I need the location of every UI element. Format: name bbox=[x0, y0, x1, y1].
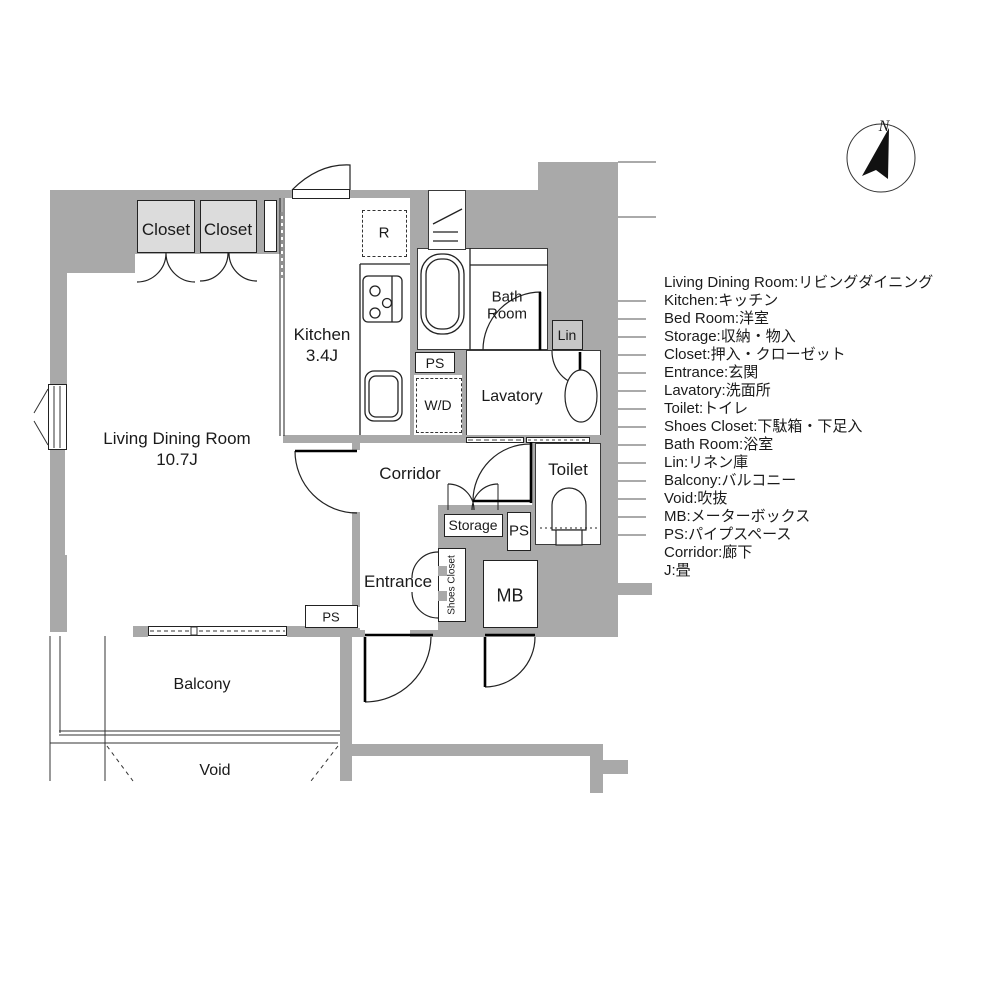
wd-box bbox=[416, 378, 462, 433]
label-ps-upper: PS bbox=[425, 355, 445, 371]
wall-left-lower bbox=[50, 448, 65, 555]
kitchen-top-opening bbox=[292, 189, 350, 199]
label-refrigerator: R bbox=[378, 224, 390, 242]
shoes-closet-box bbox=[438, 548, 466, 622]
legend-item: Kitchen:キッチン bbox=[664, 292, 779, 309]
label-closet2: Closet bbox=[203, 220, 253, 239]
label-bath-2: Room bbox=[486, 305, 528, 323]
legend-item: Bath Room:浴室 bbox=[664, 436, 774, 453]
legend-item: Lavatory:洗面所 bbox=[664, 382, 771, 399]
label-kitchen-area: 3.4J bbox=[305, 346, 339, 365]
label-closet1: Closet bbox=[141, 220, 191, 239]
refrigerator-box bbox=[362, 210, 407, 257]
room-toilet bbox=[535, 443, 601, 545]
closet2-box bbox=[200, 200, 257, 253]
legend-item: Lin:リネン庫 bbox=[664, 454, 749, 471]
wall-right-stub bbox=[617, 583, 652, 595]
legend: Living Dining Room:リビングダイニング Kitchen:キッチ… bbox=[664, 274, 933, 580]
ps-storage-box bbox=[507, 512, 531, 551]
legend-item: Closet:押入・クローゼット bbox=[664, 346, 846, 363]
walkway-horizontal bbox=[352, 744, 603, 756]
storage-label-box bbox=[444, 514, 503, 537]
legend-item: Entrance:玄関 bbox=[664, 364, 759, 381]
shoes-closet-notch2 bbox=[438, 591, 447, 601]
legend-item: PS:パイプスペース bbox=[664, 526, 792, 543]
room-wd-area bbox=[414, 375, 462, 435]
label-living-dining: Living Dining Room bbox=[103, 429, 251, 448]
label-toilet: Toilet bbox=[548, 460, 588, 479]
label-mb: MB bbox=[496, 585, 524, 606]
mb-box bbox=[483, 560, 538, 628]
service-opening bbox=[428, 190, 466, 250]
legend-item: J:畳 bbox=[664, 562, 691, 579]
wall-entrance-bottom-3 bbox=[535, 630, 618, 637]
closet1-box bbox=[137, 200, 195, 253]
label-living-dining-area: 10.7J bbox=[156, 450, 198, 469]
wall-kitchen-bottom bbox=[283, 435, 618, 443]
wall-under-ps bbox=[305, 628, 360, 637]
toilet-slider bbox=[526, 437, 590, 443]
closet-column bbox=[264, 200, 277, 252]
legend-item: Void:吹抜 bbox=[664, 490, 728, 507]
shoes-closet-notch1 bbox=[438, 566, 447, 576]
wall-balcony-right-seg bbox=[287, 626, 305, 637]
wall-entrance-bottom-2 bbox=[433, 630, 485, 637]
label-shoes-closet: Shoes Closet bbox=[446, 555, 458, 615]
lin-box bbox=[552, 320, 583, 350]
balcony-slider bbox=[148, 626, 287, 636]
label-bath-1: Bath bbox=[491, 288, 523, 306]
label-balcony: Balcony bbox=[173, 676, 231, 693]
legend-item: Toilet:トイレ bbox=[664, 400, 749, 417]
ps-living-box bbox=[305, 605, 358, 628]
label-void: Void bbox=[199, 762, 231, 779]
label-lavatory: Lavatory bbox=[481, 388, 543, 405]
wall-right-top-block bbox=[538, 162, 618, 190]
label-wd: W/D bbox=[424, 397, 452, 413]
ldr-window bbox=[48, 384, 67, 450]
legend-item: Bed Room:洋室 bbox=[664, 310, 770, 327]
compass-north-label: N bbox=[878, 118, 890, 135]
legend-item: Living Dining Room:リビングダイニング bbox=[664, 274, 934, 291]
legend-item: Balcony:バルコニー bbox=[664, 472, 797, 489]
wall-ldr-balcony-right bbox=[340, 637, 352, 781]
legend-item: Shoes Closet:下駄箱・下足入 bbox=[664, 418, 863, 435]
label-ps-storage: PS bbox=[508, 522, 530, 540]
label-lin: Lin bbox=[557, 327, 577, 343]
lavatory-slider bbox=[466, 437, 524, 443]
legend-item: Storage:収納・物入 bbox=[664, 328, 796, 345]
room-living-dining-left bbox=[67, 273, 135, 632]
wall-balcony-left-seg bbox=[133, 626, 148, 637]
ps-upper-box bbox=[415, 352, 455, 373]
legend-leader-ticks bbox=[618, 161, 656, 536]
walkway-vertical bbox=[590, 756, 603, 793]
doorway-ldr bbox=[352, 450, 360, 512]
walkway-stub bbox=[603, 760, 628, 774]
label-ps-living: PS bbox=[322, 609, 340, 625]
wall-left-upper bbox=[50, 190, 67, 385]
room-bath bbox=[417, 248, 548, 350]
wall-entrance-bottom-1 bbox=[352, 630, 365, 637]
label-storage: Storage bbox=[448, 517, 498, 533]
legend-item: MB:メーターボックス bbox=[664, 508, 811, 525]
label-kitchen: Kitchen bbox=[293, 325, 351, 344]
legend-item: Corridor:廊下 bbox=[664, 544, 753, 561]
wall-ldr-corridor-upper bbox=[352, 443, 360, 450]
label-corridor: Corridor bbox=[379, 464, 441, 483]
label-entrance: Entrance bbox=[363, 572, 433, 591]
wall-ldr-corridor-lower bbox=[352, 512, 360, 607]
